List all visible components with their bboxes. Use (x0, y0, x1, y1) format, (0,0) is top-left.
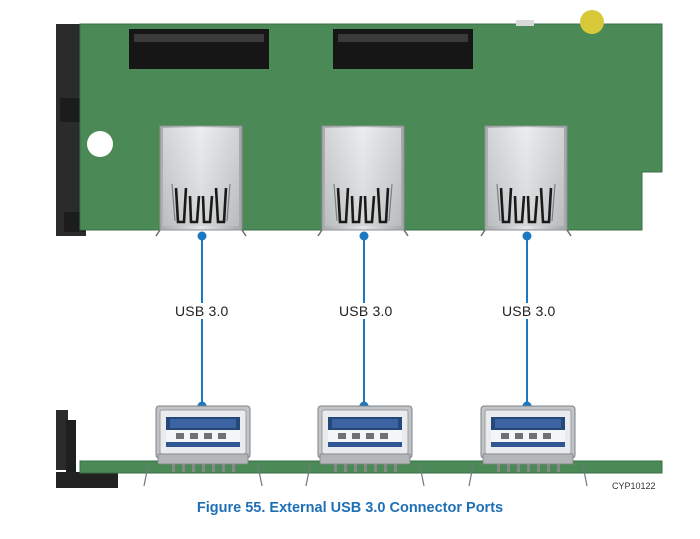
usb-port-front-3 (468, 405, 588, 487)
usb-port-top-1 (154, 124, 248, 238)
port-label-1: USB 3.0 (173, 303, 231, 319)
figure-image-id: CYP10122 (612, 481, 656, 491)
figure-caption: Figure 55. External USB 3.0 Connector Po… (196, 500, 504, 516)
usb-port-front-1 (143, 405, 263, 487)
usb-port-top-3 (479, 124, 573, 238)
port-label-2: USB 3.0 (337, 303, 395, 319)
mounting-hole-icon (87, 131, 113, 157)
usb-port-top-2 (316, 124, 410, 238)
port-label-3: USB 3.0 (500, 303, 558, 319)
usb-port-front-2 (305, 405, 425, 487)
callout-lines (197, 231, 532, 411)
